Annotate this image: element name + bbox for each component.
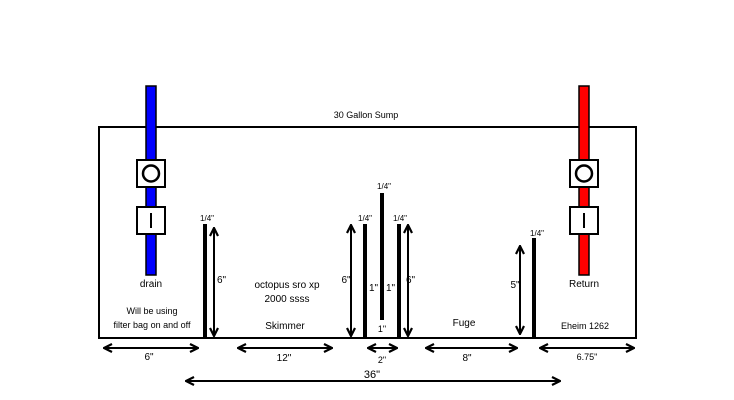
pump-label: Eheim 1262 [561, 321, 609, 331]
gap-label-2: 6" [341, 275, 351, 286]
baffle-5 [532, 238, 536, 338]
gate-valve-icon [569, 206, 599, 235]
baffle-2-thickness: 1/4" [358, 214, 372, 223]
dim-label-2: 12" [277, 353, 292, 364]
ball-valve-icon [569, 159, 599, 188]
baffle-2 [363, 224, 367, 338]
ball-valve-icon [136, 159, 166, 188]
gate-valve-icon [136, 206, 166, 235]
dim-label-1: 6" [144, 352, 154, 363]
gap-label-5: 5" [510, 280, 520, 291]
baffle-4 [397, 224, 401, 338]
total-dim-label: 36" [364, 369, 380, 381]
dim-label-3: 2" [378, 355, 386, 365]
baffle-4-thickness: 1/4" [393, 214, 407, 223]
gap-label-4: 6" [406, 275, 416, 286]
inner-gap-label-right: 1" [386, 283, 396, 294]
baffle-3 [380, 193, 384, 320]
skimmer-label: Skimmer [265, 321, 305, 332]
sump-tank [98, 126, 637, 339]
inner-gap-label-left: 1" [369, 283, 379, 294]
sump-title: 30 Gallon Sump [334, 110, 399, 120]
dim-label-4: 8" [462, 353, 472, 364]
filter-bag-note-line2: filter bag on and off [114, 320, 191, 330]
fuge-label: Fuge [453, 318, 476, 329]
skimmer-model-line2: 2000 ssss [264, 294, 309, 305]
baffle-3-thickness: 1/4" [377, 182, 391, 191]
dim-label-5: 6.75" [577, 352, 598, 362]
skimmer-model-line1: octopus sro xp [254, 280, 319, 291]
baffle-1-thickness: 1/4" [200, 214, 214, 223]
gap-label-1: 6" [217, 275, 227, 286]
baffle-1 [203, 224, 207, 338]
filter-bag-note-line1: Will be using [126, 306, 177, 316]
drain-label: drain [140, 279, 162, 290]
baffle-5-thickness: 1/4" [530, 229, 544, 238]
bottom-gap-label: 1" [378, 324, 386, 334]
return-label: Return [569, 279, 599, 290]
